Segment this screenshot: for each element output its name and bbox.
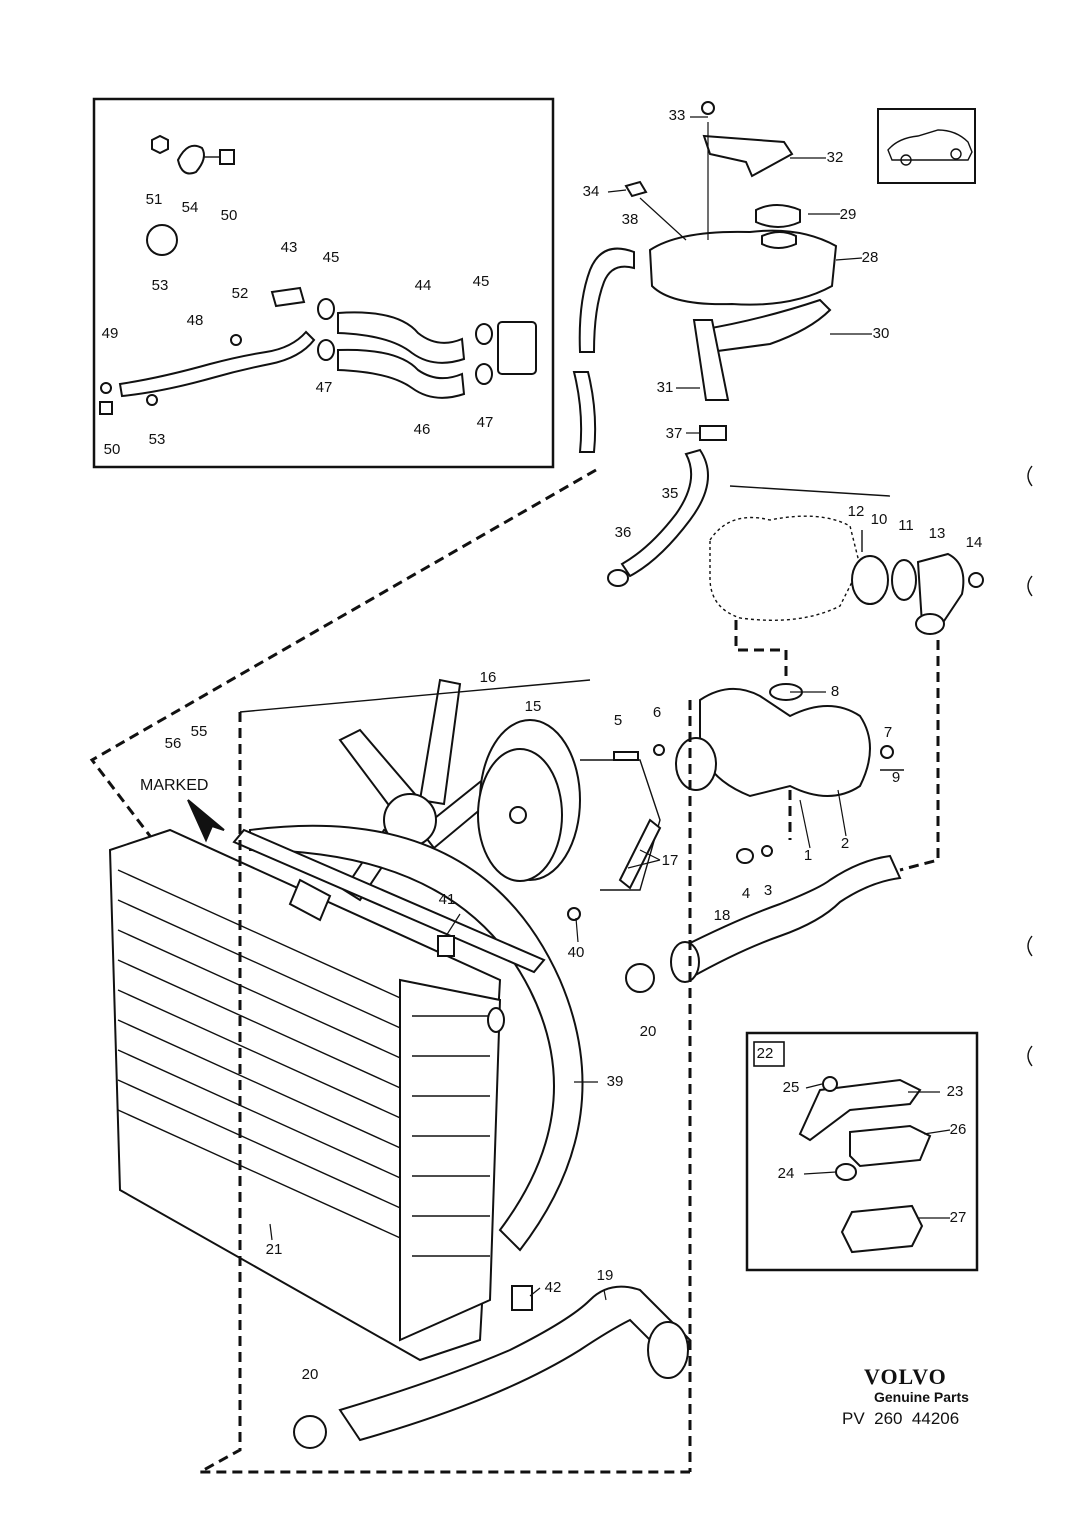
radiator-hoses	[293, 854, 902, 1449]
bracket-inset	[745, 1031, 979, 1272]
part-number-label: 27	[950, 1209, 967, 1226]
part-number-label: 16	[480, 669, 497, 686]
expansion-tank	[572, 101, 872, 587]
part-number-label: 55	[191, 723, 208, 740]
part-number-label: 17	[662, 852, 679, 869]
part-number-label: 47	[477, 414, 494, 431]
radiator	[108, 824, 584, 1362]
part-number-label: 29	[840, 206, 857, 223]
leader-lines	[269, 691, 951, 1301]
part-number-label: 26	[950, 1121, 967, 1138]
water-pump	[613, 683, 904, 864]
part-number-label: 50	[104, 441, 121, 458]
part-number-label: 48	[187, 312, 204, 329]
marked-indicator: MARKED	[140, 777, 225, 843]
drawing-code: PV 260 44206	[842, 1409, 959, 1428]
part-number-label: 21	[266, 1241, 283, 1258]
engine-thermostat	[709, 515, 984, 635]
part-number-label: 47	[316, 379, 333, 396]
part-number-label: 15	[525, 698, 542, 715]
brand-name: VOLVO	[864, 1364, 947, 1389]
part-number-label: 53	[149, 431, 166, 448]
part-number-label: 52	[232, 285, 249, 302]
part-number-label: 43	[281, 239, 298, 256]
part-number-label: 46	[414, 421, 431, 438]
part-number-label: 14	[966, 534, 983, 551]
part-number-label: 54	[182, 199, 199, 216]
brand-tagline: Genuine Parts	[874, 1389, 969, 1405]
part-number-label: 3	[764, 882, 772, 899]
part-number-label: 31	[657, 379, 674, 396]
part-number-label: 2	[841, 835, 849, 852]
part-number-label: 11	[898, 517, 914, 534]
marked-label: MARKED	[140, 777, 208, 794]
part-number-label: 39	[607, 1073, 624, 1090]
heater-hose-inset	[92, 97, 555, 469]
part-number-label: 32	[827, 149, 844, 166]
part-number-label: 45	[473, 273, 490, 290]
part-number-label: 44	[415, 277, 432, 294]
part-number-label: 40	[568, 944, 585, 961]
part-number-label: 25	[783, 1079, 800, 1096]
part-number-label: 56	[165, 735, 182, 752]
part-number-label: 7	[884, 724, 892, 741]
part-number-label: 34	[583, 183, 600, 200]
part-number-label: 4	[742, 885, 750, 902]
part-number-label: 41	[439, 891, 456, 908]
part-number-label: 10	[871, 511, 888, 528]
part-number-label: 18	[714, 907, 731, 924]
part-number-label: 12	[848, 503, 865, 520]
part-number-label: 50	[221, 207, 238, 224]
part-number-label: 24	[778, 1165, 795, 1182]
part-number-label: 45	[323, 249, 340, 266]
part-number-label: 28	[862, 249, 879, 266]
part-number-label: 22	[757, 1045, 774, 1062]
part-number-label: 35	[662, 485, 679, 502]
car-thumbnail	[877, 108, 976, 184]
part-number-label: 53	[152, 277, 169, 294]
margin-marks	[1027, 465, 1033, 1067]
part-number-label: 20	[640, 1023, 657, 1040]
part-number-label: 9	[892, 769, 900, 786]
part-number-label: 37	[666, 425, 683, 442]
part-number-label: 6	[653, 704, 661, 721]
part-number-label: 49	[102, 325, 119, 342]
routing-lines	[89, 468, 940, 1474]
part-number-label: 42	[545, 1279, 562, 1296]
part-number-label: 23	[947, 1083, 964, 1100]
part-number-label: 51	[146, 191, 163, 208]
part-number-label: 8	[831, 683, 839, 700]
part-number-label: 1	[804, 847, 812, 864]
part-number-label: 13	[929, 525, 946, 542]
part-number-label: 5	[614, 712, 622, 729]
part-number-label: 19	[597, 1267, 614, 1284]
part-number-label: 36	[615, 524, 632, 541]
brand-block: VOLVO Genuine Parts PV 260 44206	[842, 1364, 969, 1428]
part-number-label: 38	[622, 211, 639, 228]
part-number-label: 20	[302, 1366, 319, 1383]
part-number-label: 33	[669, 107, 686, 124]
part-number-label: 30	[873, 325, 890, 342]
